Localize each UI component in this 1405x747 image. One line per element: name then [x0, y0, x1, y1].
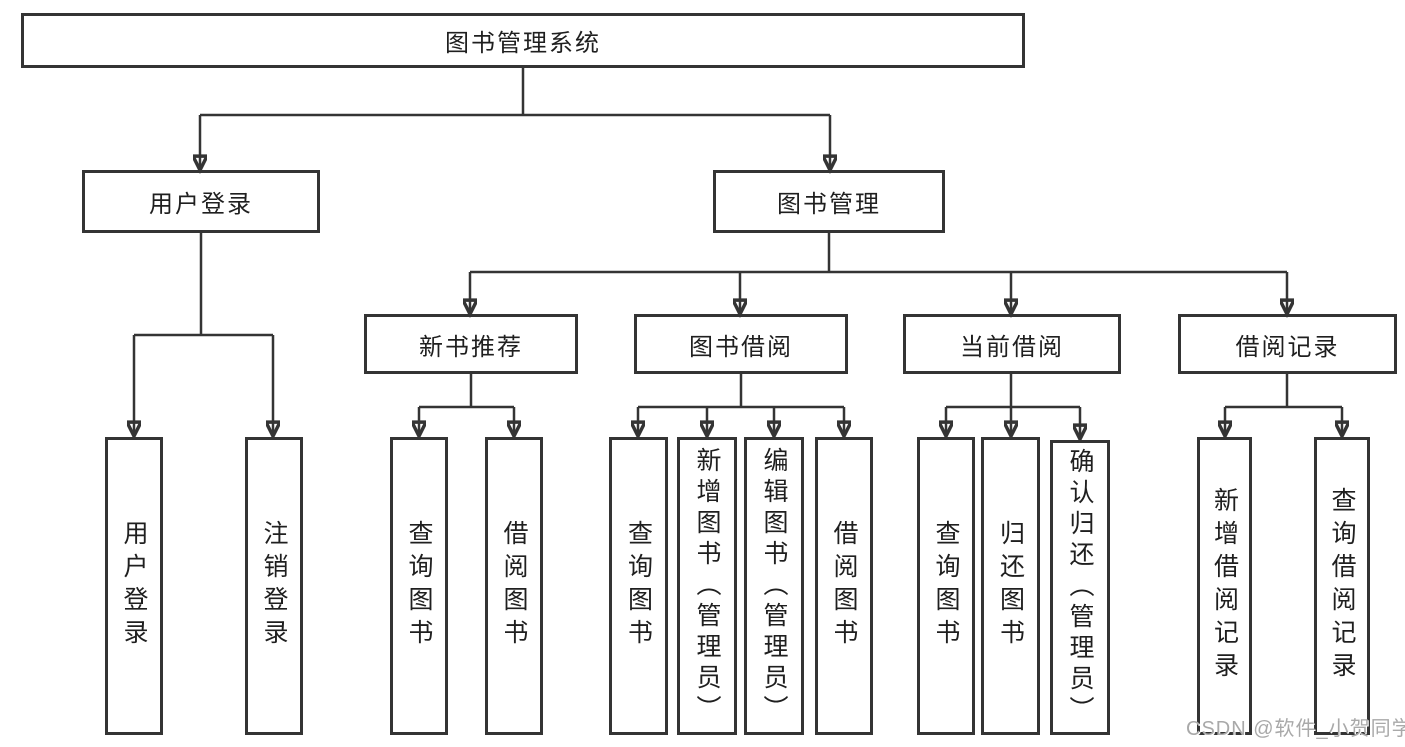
leaf-records-query-record-label: 查询借阅记录	[1328, 487, 1356, 685]
leaf-borrow-edit-books-admin-label: 编辑图书（管理员）	[760, 446, 788, 726]
csdn-watermark: CSDN @软件_小贺同学	[1186, 718, 1405, 740]
leaf-borrow-query-books: 查询图书	[609, 437, 668, 735]
node-book-borrow-label: 图书借阅	[689, 333, 793, 361]
node-new-book-recommend-label: 新书推荐	[419, 333, 523, 361]
node-user-login-label: 用户登录	[149, 191, 253, 218]
leaf-records-add-record: 新增借阅记录	[1197, 437, 1252, 735]
leaf-current-query-books-label: 查询图书	[932, 520, 960, 652]
leaf-current-confirm-return-admin: 确认归还（管理员）	[1050, 440, 1110, 735]
leaf-user-login-label: 用户登录	[120, 520, 148, 652]
leaf-current-return-books-label: 归还图书	[996, 520, 1025, 652]
leaf-newbook-borrow-books: 借阅图书	[485, 437, 543, 735]
leaf-logout-login-label: 注销登录	[260, 520, 288, 652]
leaf-borrow-query-books-label: 查询图书	[624, 520, 653, 652]
leaf-newbook-query-books: 查询图书	[390, 437, 448, 735]
node-root: 图书管理系统	[21, 13, 1025, 68]
node-book-management-label: 图书管理	[777, 191, 881, 218]
node-book-management: 图书管理	[713, 170, 945, 233]
leaf-current-return-books: 归还图书	[981, 437, 1040, 735]
node-borrow-records: 借阅记录	[1178, 314, 1397, 374]
leaf-logout-login: 注销登录	[245, 437, 303, 735]
node-new-book-recommend: 新书推荐	[364, 314, 578, 374]
leaf-user-login: 用户登录	[105, 437, 163, 735]
leaf-newbook-query-books-label: 查询图书	[405, 520, 433, 652]
leaf-borrow-add-books-admin-label: 新增图书（管理员）	[693, 446, 721, 726]
leaf-records-query-record: 查询借阅记录	[1314, 437, 1370, 735]
leaf-newbook-borrow-books-label: 借阅图书	[500, 520, 528, 652]
node-user-login: 用户登录	[82, 170, 320, 233]
node-root-label: 图书管理系统	[445, 30, 601, 57]
leaf-records-add-record-label: 新增借阅记录	[1210, 487, 1239, 685]
node-borrow-records-label: 借阅记录	[1235, 333, 1340, 361]
leaf-borrow-edit-books-admin: 编辑图书（管理员）	[744, 437, 804, 735]
leaf-current-query-books: 查询图书	[917, 437, 975, 735]
leaf-borrow-borrow-books: 借阅图书	[815, 437, 873, 735]
leaf-borrow-borrow-books-label: 借阅图书	[830, 520, 858, 652]
node-book-borrow: 图书借阅	[634, 314, 848, 374]
leaf-current-confirm-return-admin-label: 确认归还（管理员）	[1066, 448, 1094, 727]
leaf-borrow-add-books-admin: 新增图书（管理员）	[677, 437, 737, 735]
node-current-borrow-label: 当前借阅	[960, 333, 1064, 361]
node-current-borrow: 当前借阅	[903, 314, 1121, 374]
